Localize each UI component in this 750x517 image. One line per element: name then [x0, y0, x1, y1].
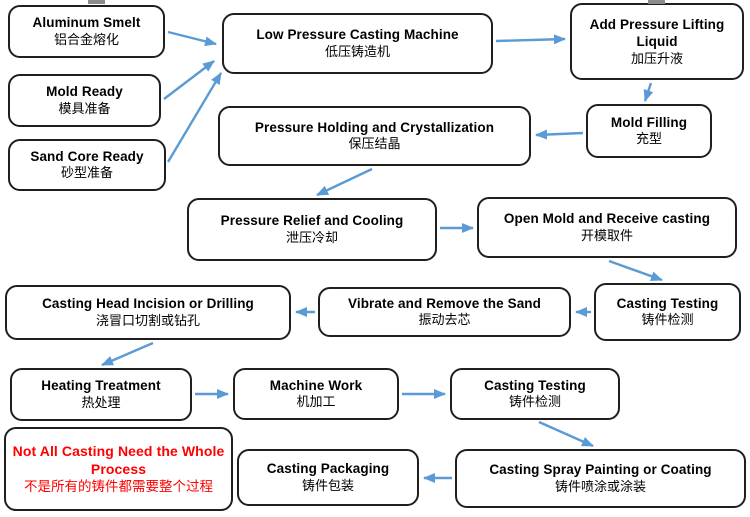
node-label-zh: 砂型准备	[60, 165, 113, 181]
node-label-en: Casting Head Incision or Drilling	[42, 296, 254, 312]
node-label-en: Machine Work	[269, 377, 363, 393]
node-label-en: Casting Packaging	[266, 461, 390, 477]
node-label-en: Heating Treatment	[41, 378, 161, 394]
node-label-en: Open Mold and Receive casting	[503, 211, 711, 227]
node-label-zh: 热处理	[81, 394, 121, 410]
node-label-zh: 铸件包装	[301, 477, 354, 493]
node-label-zh: 机加工	[296, 394, 336, 410]
node-label-zh: 充型	[635, 131, 662, 147]
node-label-zh: 泄压冷却	[285, 229, 338, 245]
node-label-zh: 铸件检测	[641, 312, 694, 328]
node-label-zh: 铸件喷涂或涂装	[554, 478, 646, 494]
node-label-en: Casting Testing	[616, 295, 719, 311]
crop-artifact-left	[88, 0, 105, 4]
node-label-en: Pressure Relief and Cooling	[220, 213, 404, 229]
node-label-zh: 模具准备	[58, 100, 111, 116]
node-label-en: Mold Ready	[46, 84, 123, 100]
node-label-en: Mold Filling	[610, 114, 688, 130]
node-label-zh: 铝合金熔化	[53, 31, 119, 47]
crop-artifact-right	[648, 0, 665, 4]
node-label-en: Casting Testing	[484, 377, 586, 393]
node-label-zh: 开模取件	[580, 227, 633, 243]
node-label-en: Aluminum Smelt	[32, 15, 141, 31]
node-label-en: Vibrate and Remove the Sand	[347, 295, 541, 311]
node-label-en: Sand Core Ready	[30, 148, 144, 164]
node-label-zh: 保压结晶	[348, 136, 401, 152]
node-label-zh: 加压升液	[630, 50, 683, 66]
node-label-zh: 浇冒口切割或钻孔	[95, 312, 200, 328]
node-label-zh: 铸件检测	[508, 394, 561, 410]
node-label-en: Add Pressure Lifting Liquid	[589, 16, 725, 50]
node-label-zh: 低压铸造机	[324, 43, 390, 59]
node-label-en: Casting Spray Painting or Coating	[489, 462, 712, 478]
node-label-zh: 不是所有的铸件都需要整个过程	[24, 479, 213, 495]
node-label-en: Low Pressure Casting Machine	[256, 27, 459, 43]
node-label-en: Pressure Holding and Crystallization	[254, 119, 495, 135]
node-label-zh: 振动去芯	[418, 312, 471, 328]
node-label-en: Not All Casting Need the Whole Process	[12, 443, 225, 478]
